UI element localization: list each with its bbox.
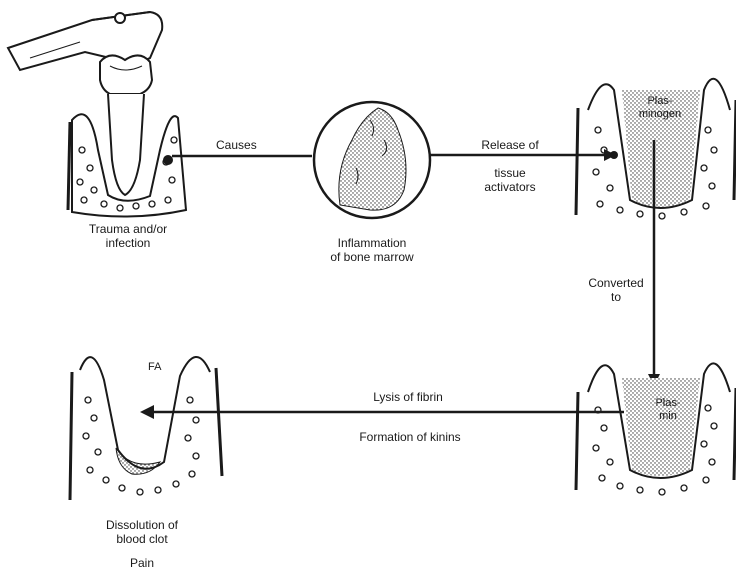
bone-marrow-circle xyxy=(314,102,430,218)
fa-label: FA xyxy=(148,360,161,374)
causes-origin-dot xyxy=(163,155,173,165)
trauma-label-line1: Trauma and/or xyxy=(89,222,167,236)
release-label-line2: tissue xyxy=(494,166,525,180)
release-target-dot xyxy=(610,151,618,159)
trauma-label-line2: infection xyxy=(106,236,151,250)
pain-label: Pain xyxy=(130,556,154,570)
socket-dissolved xyxy=(70,357,222,500)
release-label-line3: activators xyxy=(484,180,535,194)
plasminogen-label-line1: Plas- xyxy=(647,94,672,108)
plasmin-label-line1: Plas- xyxy=(655,396,680,410)
plasmin-label-line2: min xyxy=(659,409,677,423)
inflammation-label-line2: of bone marrow xyxy=(330,250,413,264)
lysis-arrowhead xyxy=(140,405,154,419)
tooth-icon xyxy=(100,55,152,195)
causes-label: Causes xyxy=(216,138,257,152)
converted-label-line1: Converted xyxy=(588,276,643,290)
plasminogen-label-line2: minogen xyxy=(639,107,681,121)
kinins-label: Formation of kinins xyxy=(359,430,460,444)
lysis-label: Lysis of fibrin xyxy=(373,390,443,404)
inflammation-label-line1: Inflammation xyxy=(338,236,407,250)
dissolution-label-line2: blood clot xyxy=(116,532,167,546)
converted-label-line2: to xyxy=(611,290,621,304)
dissolution-label-line1: Dissolution of xyxy=(106,518,178,532)
socket-plasmin xyxy=(576,363,736,495)
release-label-line1: Release of xyxy=(481,138,538,152)
